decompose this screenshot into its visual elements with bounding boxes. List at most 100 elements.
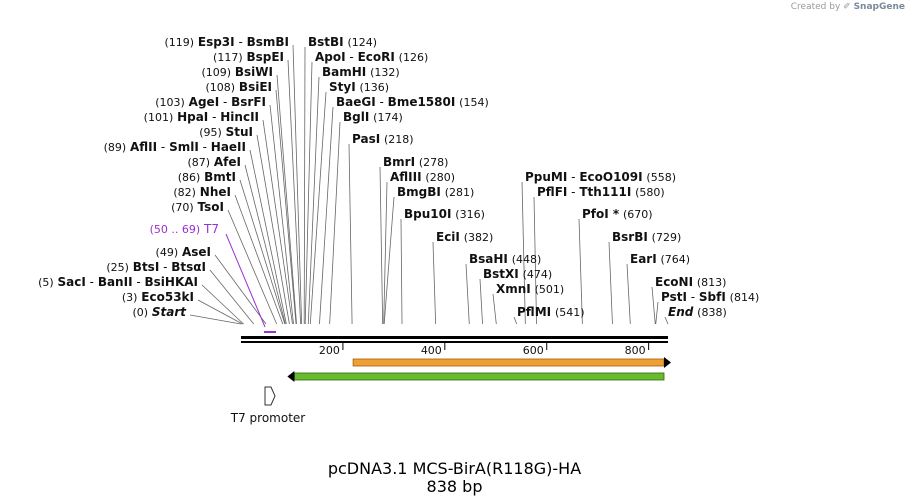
enzyme-name: PflFI (537, 185, 567, 199)
site-position: (25) (106, 261, 129, 274)
site-label-r0: BstBI (124) (308, 35, 377, 49)
site-position: (119) (164, 36, 194, 49)
site-label-r11: EciI (382) (436, 230, 493, 244)
enzyme-name: XmnI (496, 282, 531, 296)
site-label-r8: AflIII (280) (390, 170, 455, 184)
site-leader-line (319, 106, 334, 325)
site-position: (670) (623, 208, 653, 221)
site-label-r16: PpuMI - EcoO109I (558) (525, 170, 676, 184)
site-leader-line (276, 74, 297, 325)
enzyme-name: BsiWI (235, 65, 273, 79)
ruler-tick-label: 200 (319, 344, 340, 357)
site-leader-line (309, 91, 327, 325)
site-position: (124) (347, 36, 377, 49)
site-separator: - (567, 185, 579, 199)
snapgene-watermark: Created by ✐ SnapGene (791, 2, 905, 12)
orange-feature-arrowhead (664, 357, 671, 368)
site-leader-line (304, 61, 313, 325)
site-label-r1: ApoI - EcoRI (126) (315, 50, 428, 64)
plasmid-name: pcDNA3.1 MCS-BirA(R118G)-HA (327, 459, 582, 478)
site-leader-line (189, 314, 242, 325)
enzyme-name: BsaHI (469, 252, 508, 266)
site-label-r7: BmrI (278) (383, 155, 448, 169)
site-separator: - (219, 95, 231, 109)
enzyme-name: StyI (329, 80, 356, 94)
site-position: (838) (697, 306, 727, 319)
orange-feature-arrow (352, 358, 665, 367)
site-label-r17: PflFI - Tth111I (580) (537, 185, 665, 199)
site-label-3: (108) BsiEI (206, 80, 273, 94)
site-position: (87) (187, 156, 210, 169)
site-position: (541) (555, 306, 585, 319)
site-position: (729) (652, 231, 682, 244)
backbone-bottom-strand (241, 341, 668, 343)
site-position: (382) (464, 231, 494, 244)
site-position: (89) (104, 141, 127, 154)
ruler-tick-label: 600 (523, 344, 544, 357)
site-position: (132) (370, 66, 400, 79)
site-position: (117) (213, 51, 243, 64)
site-position: (136) (360, 81, 390, 94)
site-leader-line (348, 143, 353, 325)
enzyme-name: HpaI (177, 110, 208, 124)
site-position: (101) (144, 111, 174, 124)
site-label-r3: StyI (136) (329, 80, 389, 94)
site-position: (82) (173, 186, 196, 199)
site-leader-line (465, 263, 470, 325)
site-label-14: (5) SacI - BanII - BsiHKAI (38, 275, 198, 289)
site-position: (3) (122, 291, 138, 304)
site-separator: - (235, 35, 247, 49)
site-leader-line (307, 76, 320, 325)
site-separator: - (208, 110, 220, 124)
site-label-9: (86) BmtI (178, 170, 236, 184)
site-leader-line (329, 121, 341, 325)
site-position: (108) (206, 81, 236, 94)
enzyme-name: BstXI (483, 267, 519, 281)
site-label-1: (117) BspEI (213, 50, 284, 64)
ruler-tick-label: 400 (421, 344, 442, 357)
site-leader-line (513, 316, 518, 325)
site-position: (316) (455, 208, 485, 221)
site-position: (474) (523, 268, 553, 281)
site-label-11: (70) TsoI (171, 200, 224, 214)
site-position: (813) (697, 276, 727, 289)
enzyme-name: BmtI (204, 170, 236, 184)
backbone-top-strand (241, 336, 668, 339)
site-label-8: (87) AfeI (187, 155, 241, 169)
enzyme-name: AgeI (189, 95, 219, 109)
site-separator: - (86, 275, 98, 289)
enzyme-name: BsiEI (239, 80, 272, 94)
ruler-tick-label: 800 (625, 344, 646, 357)
site-position: (103) (155, 96, 185, 109)
enzyme-name: AseI (182, 245, 211, 259)
site-labels: (119) Esp3I - BsmBI(117) BspEI(109) BsiW… (38, 35, 759, 319)
enzyme-name: AfeI (214, 155, 241, 169)
site-leader-line (209, 269, 255, 325)
site-separator: - (687, 290, 699, 304)
snapgene-logo-icon: ✐ (843, 2, 851, 12)
t7-leader-line (225, 233, 266, 328)
enzyme-name: TsoI (198, 200, 224, 214)
site-position: (764) (661, 253, 691, 266)
site-leader-line (383, 181, 388, 325)
site-position: (70) (171, 201, 194, 214)
site-separator: - (157, 140, 169, 154)
site-separator: - (376, 95, 388, 109)
enzyme-name: AflII (130, 140, 157, 154)
enzyme-name: BtsαI (171, 260, 206, 274)
site-position: (95) (199, 126, 222, 139)
site-label-r2: BamHI (132) (322, 65, 400, 79)
enzyme-name: ApoI (315, 50, 346, 64)
enzyme-name: EcoO109I (579, 170, 642, 184)
enzyme-name: BspEI (246, 50, 284, 64)
site-leader-line (239, 179, 286, 325)
site-position: (49) (156, 246, 179, 259)
enzyme-name: BtsI (133, 260, 160, 274)
enzyme-name: BglI (343, 110, 369, 124)
site-position: (174) (373, 111, 403, 124)
site-position: (109) (201, 66, 231, 79)
enzyme-name: End (668, 305, 694, 319)
t7-promoter-label: T7 promoter (230, 411, 306, 425)
site-separator: - (159, 260, 171, 274)
site-leader-line (379, 166, 384, 325)
